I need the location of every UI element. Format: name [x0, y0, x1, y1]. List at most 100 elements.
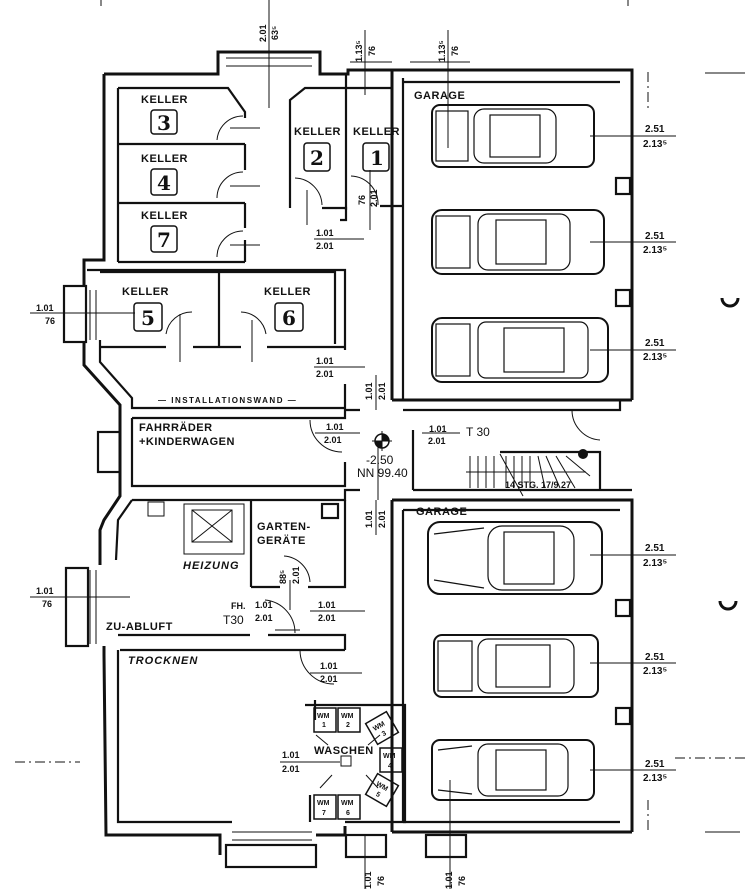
room-number-keller-7: 7	[157, 228, 171, 252]
room-number-keller-4: 4	[157, 171, 171, 195]
washing-machine: WM 2	[337, 707, 361, 733]
binding-mark	[718, 600, 738, 611]
dimension-window-bottom-bottom: 76	[457, 876, 467, 886]
dimension-door-bottom: 2.01	[324, 435, 342, 445]
room-label-keller-3: KELLER	[141, 94, 188, 106]
room-label-heizung: HEIZUNG	[183, 560, 240, 572]
dimension-keller1-door-bottom: 2.01	[369, 189, 379, 207]
dimension-door-bottom: 2.01	[282, 764, 300, 774]
fh-label: FH.	[231, 601, 246, 611]
room-number-box	[303, 142, 331, 172]
dimension-garage-door-bottom: 2.13⁵	[643, 773, 667, 784]
room-number-box	[362, 142, 390, 172]
dimension-window-left-bottom: 76	[42, 599, 52, 609]
dimension-door-bottom: 2.01	[316, 241, 334, 251]
dimension-garage-door-top: 2.51	[645, 231, 665, 242]
dimension-door-top: 1.01	[364, 510, 374, 528]
dimension-door-bottom: 2.01	[318, 613, 336, 623]
room-number-keller-3: 3	[157, 111, 171, 135]
dimension-garage-door-top: 2.51	[645, 338, 665, 349]
dimension-door-top: 1.01	[364, 382, 374, 400]
svg-text:3: 3	[381, 730, 388, 738]
room-number-keller-2: 2	[310, 146, 324, 170]
outer-walls	[62, 50, 394, 869]
dimension-garage-door-top: 2.51	[645, 543, 665, 554]
room-label-keller-4: KELLER	[141, 153, 188, 165]
dimension-door-bottom: 2.01	[320, 674, 338, 684]
fire-door-t30-heizung: T30	[223, 613, 244, 627]
room-label-keller-1: KELLER	[353, 126, 400, 138]
dimension-garage-door-top: 2.51	[645, 652, 665, 663]
svg-text:5: 5	[374, 791, 381, 799]
dimension-garten-door-top: 88⁵	[278, 570, 288, 584]
binding-mark	[720, 297, 740, 308]
svg-text:6: 6	[346, 810, 350, 817]
washing-machine: WM 5	[364, 772, 400, 808]
svg-text:1: 1	[322, 722, 326, 729]
svg-text:2: 2	[346, 722, 350, 729]
keller-right-walls	[288, 74, 405, 400]
dimension-top-window-a-top: 2.01	[258, 24, 268, 42]
dimension-door-top: 1.01	[316, 356, 334, 366]
dimension-lines	[15, 0, 745, 889]
room-number-box	[150, 168, 178, 196]
dimension-door-bottom: 2.01	[377, 382, 387, 400]
dimension-window-bottom-top: 1.01	[363, 871, 373, 889]
car	[433, 634, 599, 698]
dimension-garage-door-bottom: 2.13⁵	[643, 558, 667, 569]
keller-left-walls	[118, 115, 260, 264]
dimension-door-top: 1.01	[318, 600, 336, 610]
dimension-garage-door-bottom: 2.13⁵	[643, 352, 667, 363]
dimension-top-window-c-bottom: 76	[450, 46, 460, 56]
car	[431, 209, 605, 275]
waschen-walls	[299, 649, 407, 824]
room-label-garten: GARTEN-	[257, 521, 311, 533]
dimension-door-top: 1.01	[320, 661, 338, 671]
room-label-geraete: GERÄTE	[257, 534, 306, 547]
room-number-keller-1: 1	[370, 146, 384, 170]
room-number-box	[150, 225, 178, 253]
room-label-garage-bottom: GARAGE	[416, 506, 467, 518]
level-marker-icon	[372, 431, 392, 451]
washing-machine: WM 3	[364, 710, 400, 746]
room-label-kinderwagen: +KINDERWAGEN	[139, 436, 235, 448]
room-label-keller-6: KELLER	[264, 286, 311, 298]
room-label-garage-top: GARAGE	[414, 90, 465, 102]
dimension-door-top: 1.01	[255, 600, 273, 610]
dimension-top-window-b-top: 1.13⁵	[354, 40, 364, 62]
dimension-garage-door-bottom: 2.13⁵	[643, 139, 667, 150]
room-label-keller-7: KELLER	[141, 210, 188, 222]
stair[interactable]	[466, 409, 602, 497]
svg-text:4: 4	[388, 763, 392, 770]
dimension-top-window-c-top: 1.13⁵	[437, 40, 447, 62]
dimension-door-bottom: 2.01	[428, 436, 446, 446]
level-absolute: NN 99.40	[357, 466, 408, 480]
dimension-window-left-top: 1.01	[36, 303, 54, 313]
dimension-top-window-a-bottom: 63⁵	[270, 26, 280, 40]
svg-text:WM: WM	[383, 753, 396, 760]
dimension-garage-door-top: 2.51	[645, 759, 665, 770]
room-number-box	[133, 302, 163, 332]
dimension-keller1-door-top: 76	[357, 195, 367, 205]
car	[431, 317, 609, 383]
car	[427, 521, 603, 595]
room-label-keller-5: KELLER	[122, 286, 169, 298]
dimension-garage-door-bottom: 2.13⁵	[643, 245, 667, 256]
dimension-garage-door-bottom: 2.13⁵	[643, 666, 667, 677]
car	[431, 739, 595, 801]
svg-text:WM: WM	[341, 800, 354, 807]
garage-walls	[344, 61, 634, 859]
zu-abluft-label: ZU-ABLUFT	[106, 621, 173, 633]
dimension-door-top: 1.01	[282, 750, 300, 760]
dimension-garage-door-top: 2.51	[645, 124, 665, 135]
car	[431, 104, 595, 168]
dimension-window-left-bottom: 76	[45, 316, 55, 326]
svg-text:WM: WM	[341, 713, 354, 720]
fahrraeder-walls	[130, 408, 360, 488]
dimension-door-bottom: 2.01	[255, 613, 273, 623]
room-number-keller-5: 5	[141, 306, 155, 330]
room-label-fahrraeder: FAHRRÄDER	[139, 421, 213, 434]
svg-text:WM: WM	[317, 713, 330, 720]
dimension-garten-door-bottom: 2.01	[291, 566, 301, 584]
room-number-box	[274, 302, 304, 332]
